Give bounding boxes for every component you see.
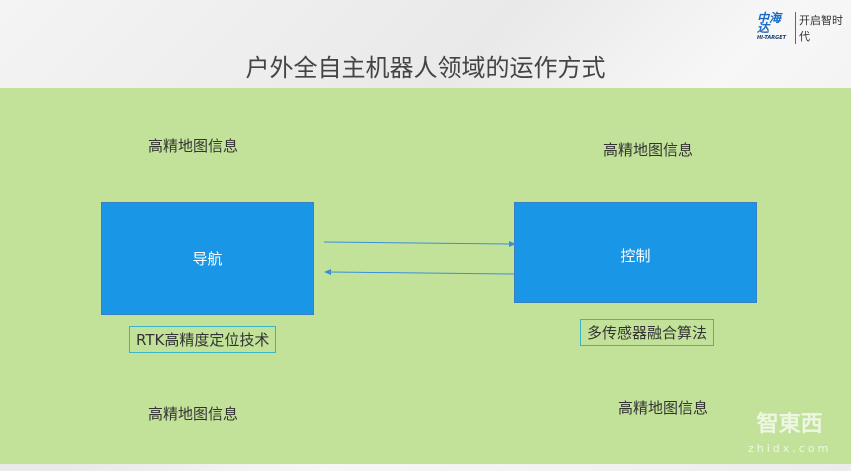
arrow-control-to-nav [329, 271, 515, 275]
rtk-tag: RTK高精度定位技术 [129, 326, 277, 353]
slide-title: 户外全自主机器人领域的运作方式 [245, 54, 606, 82]
slogan: 开启智时代 [795, 12, 851, 44]
arrowhead-left [324, 269, 331, 275]
navigation-box: 导航 [101, 202, 314, 315]
label-bottom-left: 高精地图信息 [148, 405, 239, 423]
control-box: 控制 [514, 202, 757, 303]
fusion-tag: 多传感器融合算法 [580, 319, 715, 346]
label-top-right: 高精地图信息 [603, 141, 694, 159]
arrows [323, 241, 516, 275]
arrow-nav-to-control [323, 241, 513, 245]
label-bottom-right: 高精地图信息 [618, 399, 709, 417]
arrowhead-right [509, 241, 516, 247]
label-top-left: 高精地图信息 [148, 137, 239, 155]
